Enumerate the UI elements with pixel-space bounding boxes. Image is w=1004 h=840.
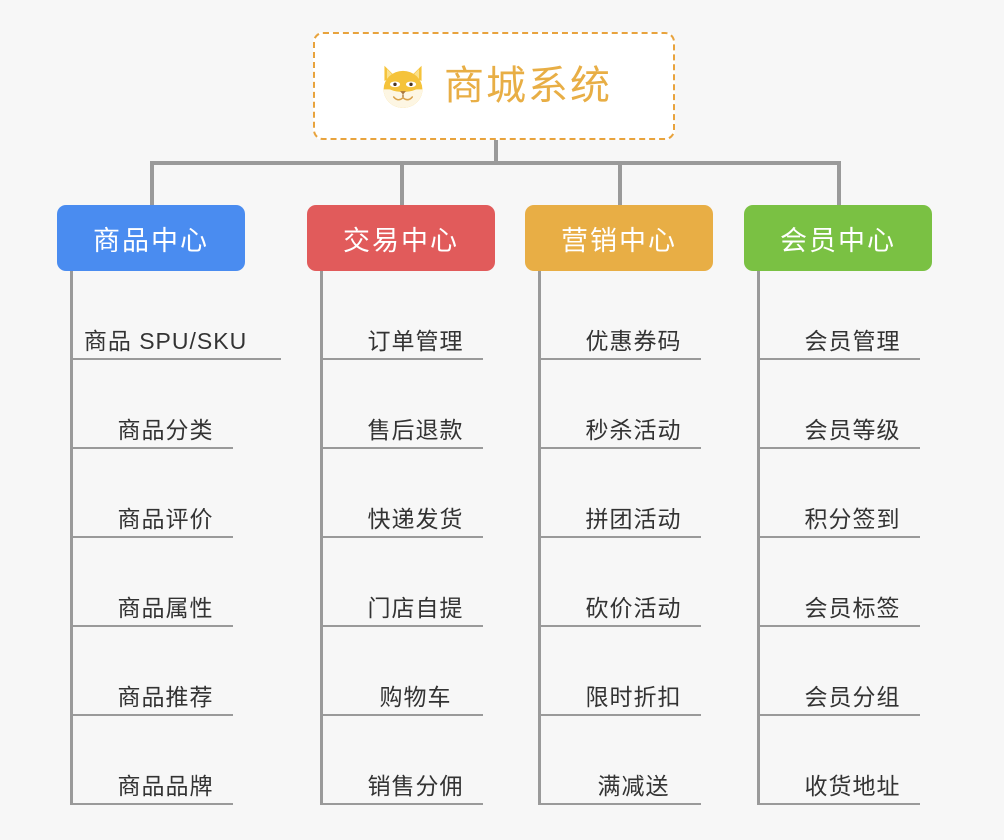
item-label: 砍价活动 — [585, 594, 682, 621]
root-node-shop-system[interactable]: 商城系统 — [313, 32, 675, 140]
category-box-1[interactable]: 商品中心 — [57, 205, 245, 271]
item-list-4: 会员管理 会员等级 积分签到 会员标签 会员分组 收货地址 — [757, 271, 932, 805]
list-item[interactable]: 满减送 — [541, 716, 713, 805]
list-item[interactable]: 商品评价 — [73, 449, 245, 538]
list-item[interactable]: 商品推荐 — [73, 627, 245, 716]
item-label: 商品评价 — [117, 505, 214, 532]
category-box-4[interactable]: 会员中心 — [744, 205, 932, 271]
list-item[interactable]: 订单管理 — [323, 271, 495, 360]
list-item[interactable]: 会员分组 — [760, 627, 932, 716]
list-item[interactable]: 商品品牌 — [73, 716, 245, 805]
item-label: 商品 SPU/SKU — [83, 327, 248, 354]
root-node-content: 商城系统 — [376, 59, 612, 113]
item-label: 秒杀活动 — [585, 416, 682, 443]
connector-drop-2 — [400, 161, 404, 205]
list-item[interactable]: 限时折扣 — [541, 627, 713, 716]
item-label: 会员管理 — [804, 327, 901, 354]
list-item[interactable]: 商品属性 — [73, 538, 245, 627]
connector-drop-4 — [837, 161, 841, 205]
branch-column-3: 营销中心 优惠券码 秒杀活动 拼团活动 砍价活动 限时折扣 满减送 — [525, 205, 713, 805]
list-item[interactable]: 会员标签 — [760, 538, 932, 627]
list-item[interactable]: 商品 SPU/SKU — [73, 271, 281, 360]
list-item[interactable]: 收货地址 — [760, 716, 932, 805]
list-item[interactable]: 会员等级 — [760, 360, 932, 449]
item-label: 会员标签 — [804, 594, 901, 621]
item-label: 商品品牌 — [117, 772, 214, 799]
list-item[interactable]: 砍价活动 — [541, 538, 713, 627]
list-item[interactable]: 售后退款 — [323, 360, 495, 449]
item-label: 限时折扣 — [585, 683, 682, 710]
branch-column-1: 商品中心 商品 SPU/SKU 商品分类 商品评价 商品属性 商品推荐 商品品牌 — [57, 205, 281, 805]
connector-drop-1 — [150, 161, 154, 205]
item-label: 收货地址 — [804, 772, 901, 799]
item-label: 快递发货 — [367, 505, 464, 532]
item-label: 积分签到 — [804, 505, 901, 532]
list-item[interactable]: 拼团活动 — [541, 449, 713, 538]
item-list-1: 商品 SPU/SKU 商品分类 商品评价 商品属性 商品推荐 商品品牌 — [70, 271, 281, 805]
category-box-2[interactable]: 交易中心 — [307, 205, 495, 271]
connector-stem — [494, 140, 498, 164]
item-label: 商品属性 — [117, 594, 214, 621]
item-label: 商品分类 — [117, 416, 214, 443]
item-label: 优惠券码 — [585, 327, 682, 354]
category-title-1: 商品中心 — [93, 225, 209, 256]
item-label: 拼团活动 — [585, 505, 682, 532]
category-box-3[interactable]: 营销中心 — [525, 205, 713, 271]
list-item[interactable]: 快递发货 — [323, 449, 495, 538]
item-label: 销售分佣 — [367, 772, 464, 799]
list-item[interactable]: 秒杀活动 — [541, 360, 713, 449]
root-node-title: 商城系统 — [444, 64, 612, 108]
list-item[interactable]: 门店自提 — [323, 538, 495, 627]
item-label: 商品推荐 — [117, 683, 214, 710]
item-label: 门店自提 — [367, 594, 464, 621]
list-item[interactable]: 销售分佣 — [323, 716, 495, 805]
item-label: 售后退款 — [367, 416, 464, 443]
list-item[interactable]: 会员管理 — [760, 271, 932, 360]
item-list-3: 优惠券码 秒杀活动 拼团活动 砍价活动 限时折扣 满减送 — [538, 271, 713, 805]
item-label: 会员分组 — [804, 683, 901, 710]
list-item[interactable]: 购物车 — [323, 627, 495, 716]
item-label: 购物车 — [379, 683, 452, 710]
item-label: 订单管理 — [367, 327, 464, 354]
connector-bus — [150, 161, 841, 165]
branch-column-4: 会员中心 会员管理 会员等级 积分签到 会员标签 会员分组 收货地址 — [744, 205, 932, 805]
branch-column-2: 交易中心 订单管理 售后退款 快递发货 门店自提 购物车 销售分佣 — [307, 205, 495, 805]
category-title-2: 交易中心 — [343, 225, 459, 256]
list-item[interactable]: 优惠券码 — [541, 271, 713, 360]
list-item[interactable]: 积分签到 — [760, 449, 932, 538]
item-label: 会员等级 — [804, 416, 901, 443]
list-item[interactable]: 商品分类 — [73, 360, 245, 449]
shiba-dog-face-icon — [383, 65, 423, 108]
item-label: 满减送 — [597, 772, 670, 799]
item-list-2: 订单管理 售后退款 快递发货 门店自提 购物车 销售分佣 — [320, 271, 495, 805]
category-title-3: 营销中心 — [561, 225, 677, 256]
category-title-4: 会员中心 — [780, 225, 896, 256]
connector-drop-3 — [618, 161, 622, 205]
